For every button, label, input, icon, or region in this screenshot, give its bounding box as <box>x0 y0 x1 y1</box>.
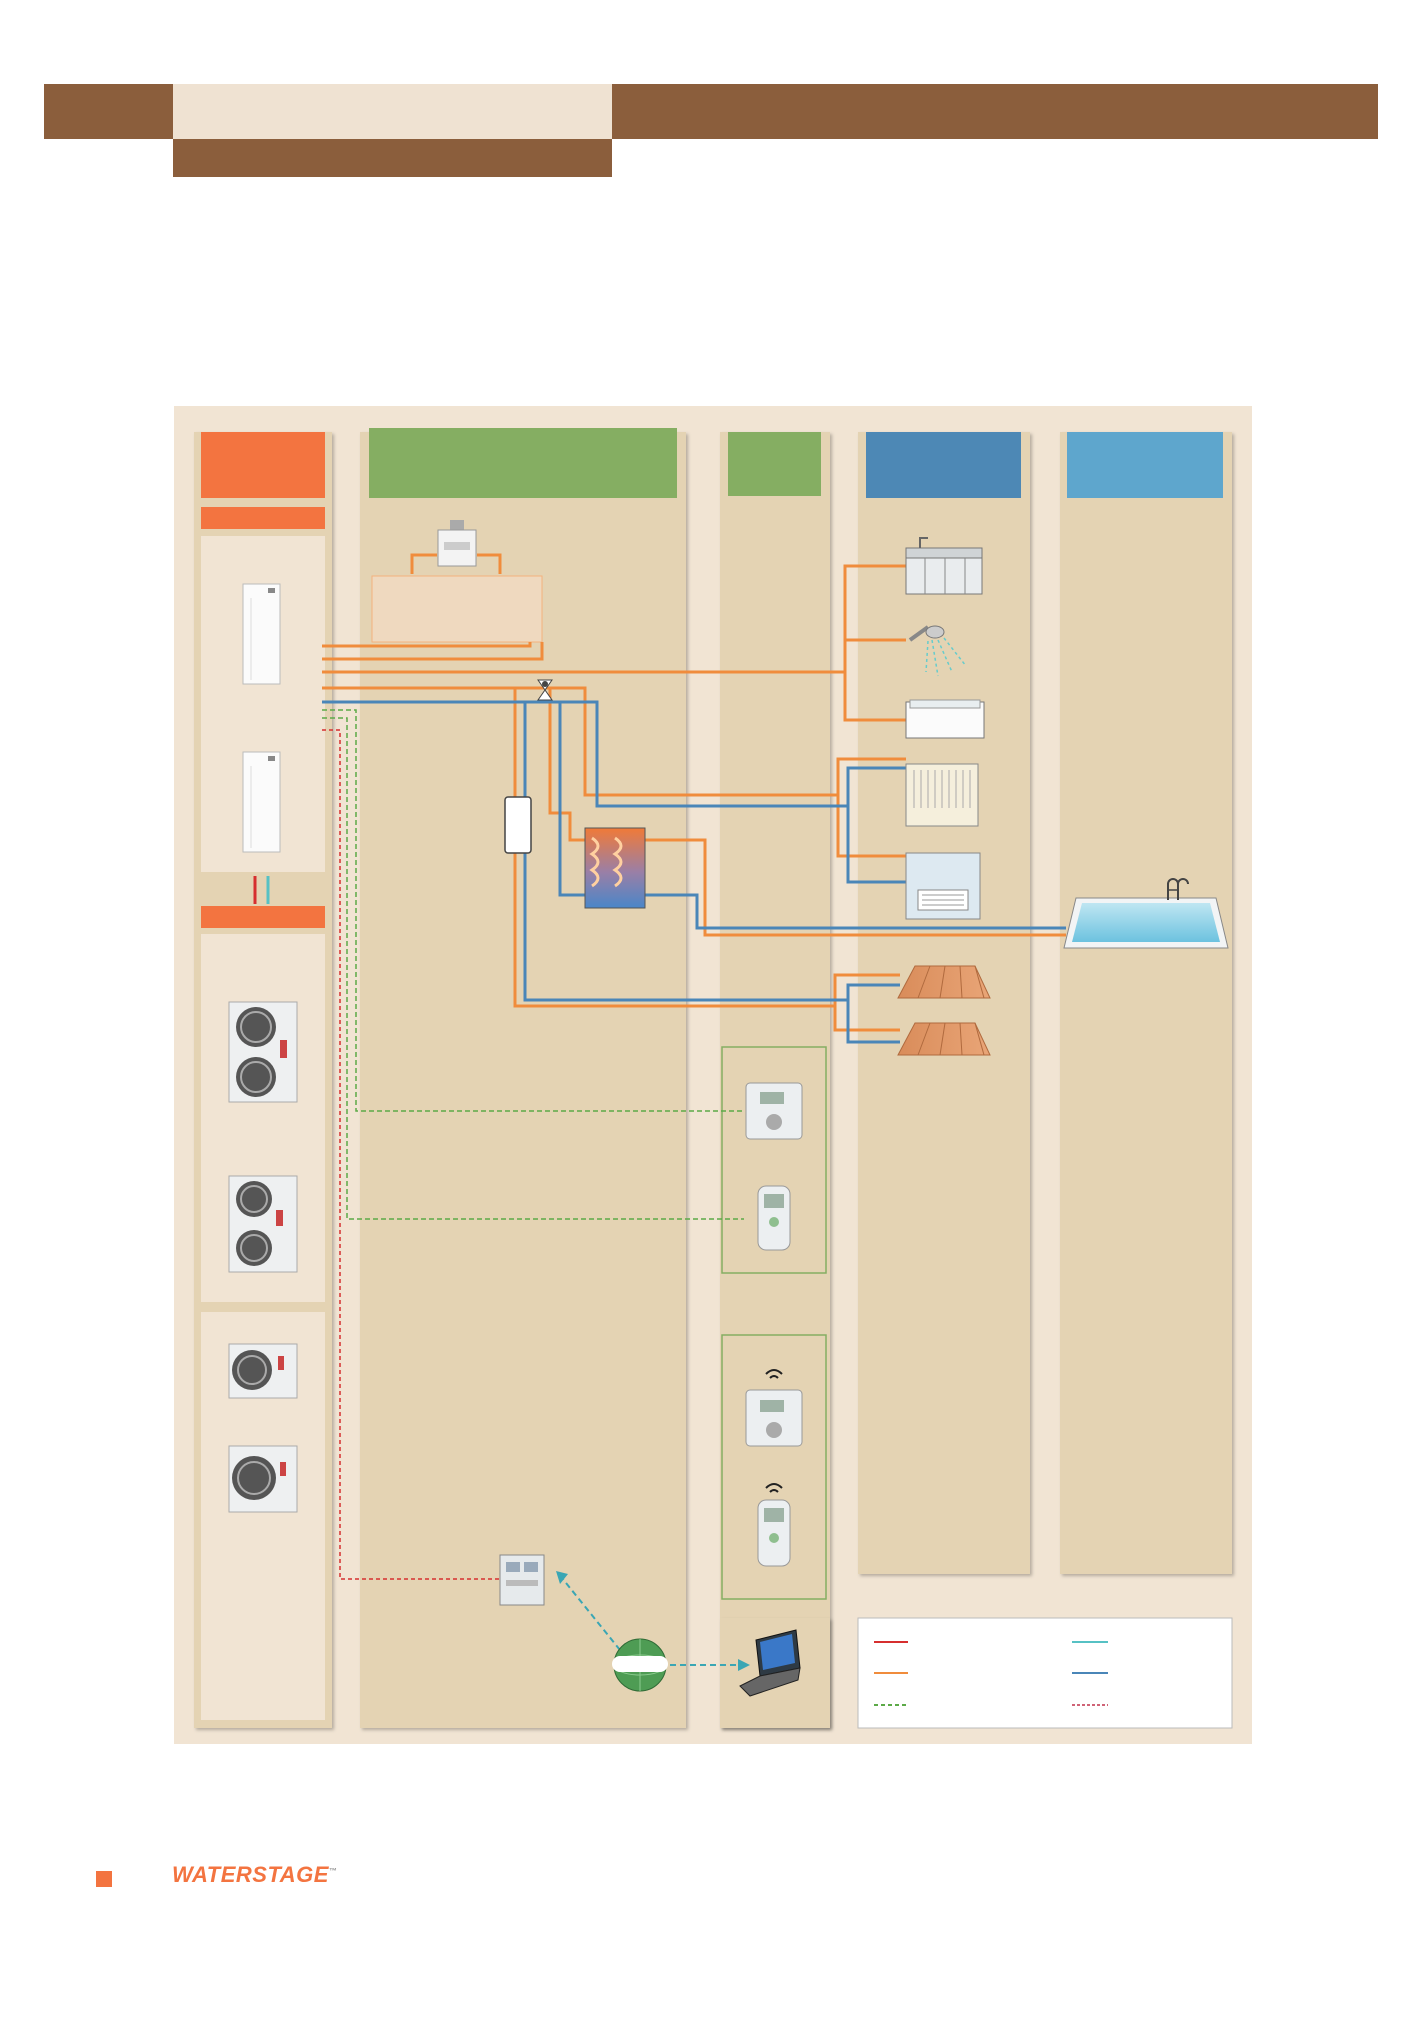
wired-remote-icon <box>757 1185 791 1251</box>
wired-controls-box <box>721 1046 827 1274</box>
underfloor-heating-icon <box>897 1022 991 1056</box>
column-heat-sources <box>360 428 686 1728</box>
column-pool <box>1060 432 1232 1574</box>
fan-coil-icon <box>905 852 981 920</box>
boiler-icon <box>437 520 477 567</box>
header-band-title-area <box>173 84 612 139</box>
control-lines <box>322 709 744 1220</box>
kitchen-sink-icon <box>905 537 983 595</box>
wireless-thermostat-icon <box>745 1369 803 1447</box>
waterstage-logo: WATERSTAGE™ <box>172 1862 338 1887</box>
three-way-valve-icon <box>537 679 553 701</box>
outdoor-heat-pump-icon <box>228 1445 298 1513</box>
header-band-right <box>612 84 1378 139</box>
column-header-heat-sources <box>369 428 677 498</box>
column-header-heat-pump <box>201 432 325 498</box>
header-band-left <box>44 84 173 139</box>
page-marker <box>96 1871 112 1887</box>
outdoor-heat-pump-icon <box>228 1343 298 1399</box>
outdoor-heat-pump-icon <box>228 1001 298 1103</box>
swimming-pool-icon <box>1063 878 1229 949</box>
wireless-remote-icon <box>757 1483 791 1567</box>
wireless-controls-box <box>721 1334 827 1600</box>
outdoor-heat-pump-icon <box>228 1175 298 1273</box>
laptop-icon <box>739 1629 801 1697</box>
underfloor-heating-icon <box>897 965 991 999</box>
column-header-controls <box>728 432 821 496</box>
boiler-label-box <box>371 575 543 643</box>
buffer-tank-icon <box>504 796 532 854</box>
internet-globe-icon <box>612 1638 668 1692</box>
cold-pipes <box>322 700 1066 1044</box>
room-thermostat-icon <box>745 1082 803 1140</box>
dhw-tank-icon <box>584 827 646 909</box>
bathtub-icon <box>905 699 985 739</box>
column-header-emitters <box>866 432 1021 498</box>
shower-icon <box>908 625 967 677</box>
legend <box>857 1617 1233 1729</box>
network-lines <box>561 1577 740 1666</box>
indoor-hydro-unit-icon <box>242 583 281 685</box>
column-header-pool <box>1067 432 1223 498</box>
subheader-indoor-units <box>201 507 325 529</box>
web-server-icon <box>499 1554 545 1606</box>
column-emitters <box>858 432 1030 1574</box>
subheader-outdoor-units <box>201 906 325 928</box>
power-line <box>322 729 500 1580</box>
hot-pipes <box>322 553 1066 1032</box>
radiator-icon <box>905 763 979 827</box>
indoor-hydro-unit-icon <box>242 751 281 853</box>
header-band-subtitle-area <box>173 139 612 177</box>
